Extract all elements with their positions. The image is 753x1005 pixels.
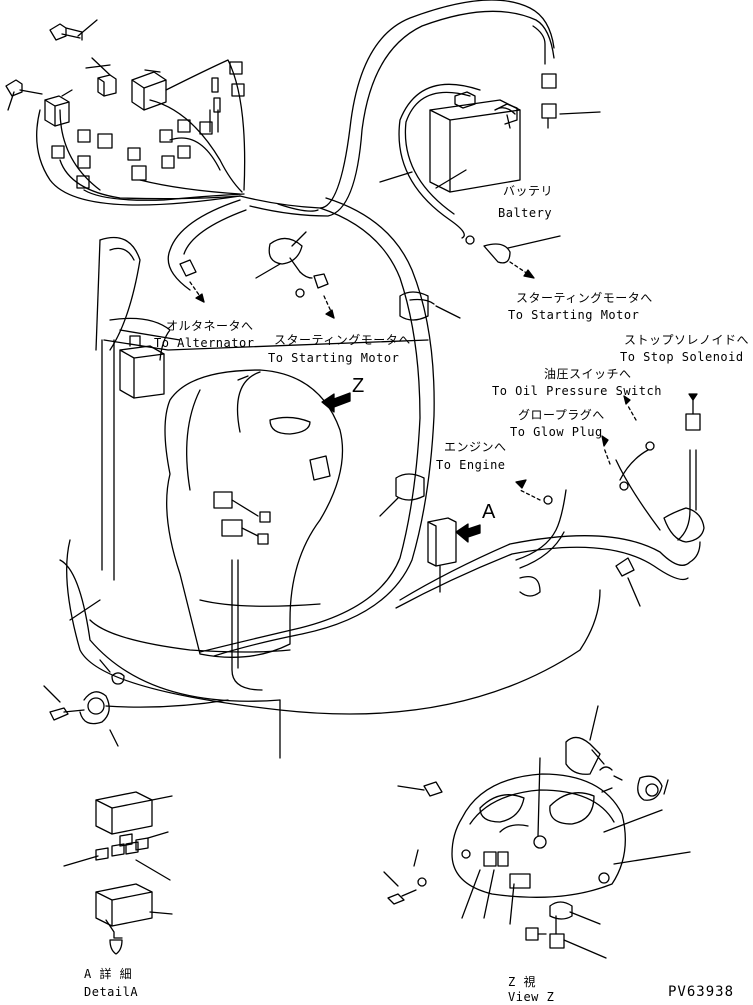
battery-harness <box>239 0 601 279</box>
starting-motor2-label-en: To Starting Motor <box>268 351 400 365</box>
oil-pressure-label-en: To Oil Pressure Switch <box>492 384 662 398</box>
stop-solenoid-label-en: To Stop Solenoid <box>620 350 744 364</box>
starting-motor-label-jp: スターティングモータへ <box>516 291 653 305</box>
engine-harness <box>395 393 705 609</box>
detail-a-marker: A <box>482 501 496 523</box>
glow-plug-label-en: To Glow Plug <box>510 425 603 439</box>
engine-label-en: To Engine <box>436 458 506 472</box>
oil-pressure-label-jp: 油圧スイッチへ <box>544 367 632 381</box>
engine-label-jp: エンジンへ <box>444 440 507 454</box>
glow-plug-label-jp: グロープラグへ <box>518 408 605 422</box>
view-z-drawing <box>383 705 691 959</box>
alternator-label-en: To Alternator <box>154 336 255 350</box>
detail-a-caption-en: DetailA <box>84 985 139 999</box>
battery-label-jp: バッテリ <box>503 184 554 198</box>
stop-solenoid-label-jp: ストップソレノイドへ <box>624 333 750 347</box>
battery-label-en: Baltery <box>498 206 553 220</box>
detail-a-caption-jp: A 詳 細 <box>84 967 133 981</box>
figure-code: PV63938 <box>668 984 735 1000</box>
view-z-caption-en: View Z <box>508 990 555 1004</box>
starting-motor-label-en: To Starting Motor <box>508 308 640 322</box>
starting-motor2-label-jp: スターティングモータへ <box>274 333 411 347</box>
main-harness <box>167 197 461 657</box>
alternator-label-jp: オルタネータへ <box>166 319 254 333</box>
view-z-marker: Z <box>352 375 365 397</box>
seat-body <box>164 369 351 691</box>
top-left-relay-cluster <box>5 19 246 206</box>
detail-a-drawing <box>63 791 173 955</box>
horn-assembly <box>43 659 229 747</box>
view-z-caption-jp: Z 視 <box>508 975 536 989</box>
machine-frame <box>59 236 601 759</box>
